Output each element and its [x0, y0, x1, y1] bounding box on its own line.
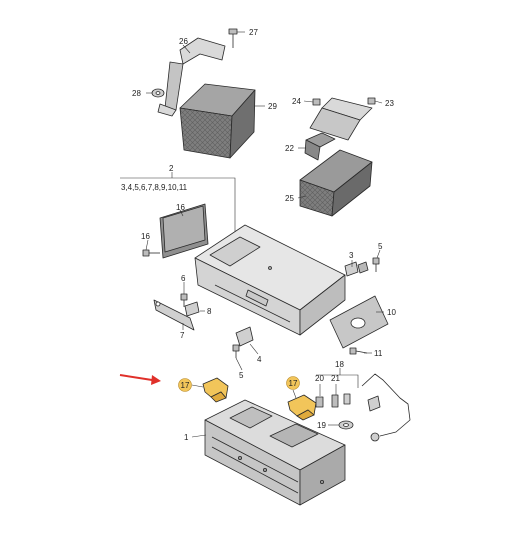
callout-5-upper: 5	[378, 242, 383, 251]
callout-2: 2	[169, 164, 174, 173]
callout-17-left: 17	[178, 378, 192, 392]
callout-26: 26	[179, 37, 188, 46]
screw-part-16	[142, 249, 160, 257]
bracket-part-8	[184, 301, 200, 317]
housing-part-2	[194, 224, 346, 336]
callout-labels: 26 27 28 29 24 23 22 25 2 3,4,5,6,7,8,9,…	[121, 28, 396, 442]
bolt-part-27	[228, 28, 238, 48]
screw-part-6	[180, 293, 188, 307]
callout-8: 8	[207, 307, 212, 316]
nut-part-28	[151, 88, 165, 98]
screw-part-5b	[232, 344, 240, 358]
clip-part-18b	[367, 395, 381, 412]
plate-part-16	[159, 203, 209, 259]
svg-text:17: 17	[181, 381, 190, 390]
cover-part-25	[299, 149, 373, 217]
plate-part-10	[329, 295, 389, 349]
bracket-part-26	[157, 37, 226, 117]
bracket-part-3	[344, 261, 369, 277]
callout-16-screw: 16	[141, 232, 150, 241]
seal-part-19	[338, 420, 354, 430]
vent-hose-part-18	[361, 373, 411, 442]
strap-part-7	[153, 299, 195, 331]
callout-16-plate: 16	[176, 203, 185, 212]
callout-28: 28	[132, 89, 141, 98]
callout-23: 23	[385, 99, 394, 108]
callout-6: 6	[181, 274, 186, 283]
svg-text:17: 17	[289, 379, 298, 388]
clip-part-17b	[287, 394, 317, 421]
callout-21: 21	[331, 374, 340, 383]
battery-part-1	[204, 399, 346, 506]
cover-part-22	[304, 132, 336, 161]
callout-5-lower: 5	[239, 371, 244, 380]
callout-11: 11	[374, 349, 383, 358]
callout-3: 3	[349, 251, 354, 260]
insulation-cover-part-29	[179, 83, 256, 159]
callout-10: 10	[387, 308, 396, 317]
callout-1: 1	[184, 433, 189, 442]
bracket-part-24-23	[309, 97, 376, 141]
callout-17-right: 17	[286, 376, 300, 390]
screw-part-11	[349, 347, 368, 355]
leader-lines	[120, 31, 384, 438]
callout-25: 25	[285, 194, 294, 203]
screw-part-5a	[372, 257, 380, 272]
callout-24: 24	[292, 97, 301, 106]
clip-part-17a	[202, 377, 229, 403]
callout-4: 4	[257, 355, 262, 364]
callout-22: 22	[285, 144, 294, 153]
callout-7: 7	[180, 331, 185, 340]
callout-18: 18	[335, 360, 344, 369]
callout-20: 20	[315, 374, 324, 383]
callout-19: 19	[317, 421, 326, 430]
fitting-part-20	[315, 396, 324, 408]
highlight-arrow	[119, 374, 161, 385]
callout-29: 29	[268, 102, 277, 111]
bracket-part-4	[235, 326, 254, 347]
callout-27: 27	[249, 28, 258, 37]
callout-2-subparts: 3,4,5,6,7,8,9,10,11	[121, 183, 188, 192]
fitting-part-21	[331, 393, 351, 408]
